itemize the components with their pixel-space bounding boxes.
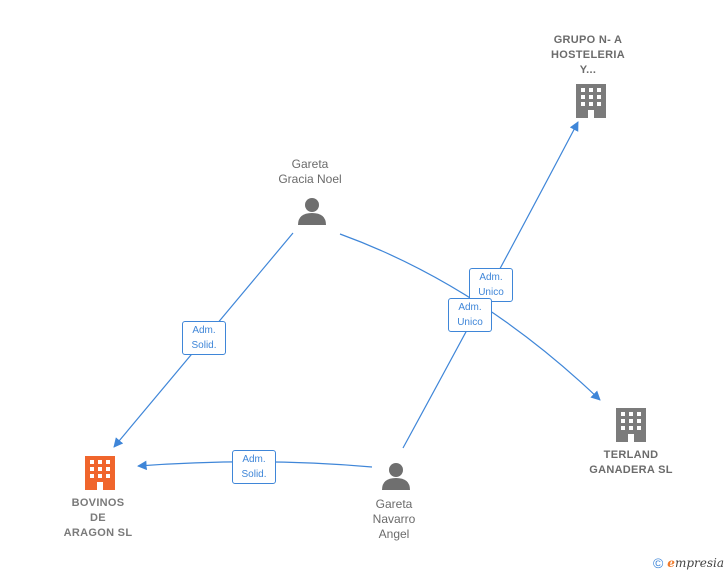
node-label-grupo[interactable]: GRUPO N- A HOSTELERIA Y... xyxy=(551,34,625,76)
building-icon[interactable] xyxy=(576,84,606,118)
brand-name: mpresia xyxy=(674,556,724,570)
edge-label-adm-unico[interactable]: Adm. Unico xyxy=(448,298,492,332)
building-icon[interactable] xyxy=(616,408,646,442)
node-label-gareta-gracia[interactable]: Gareta Gracia Noel xyxy=(278,157,342,186)
person-icon[interactable] xyxy=(382,463,410,490)
edge-label-adm-solid[interactable]: Adm. Solid. xyxy=(182,321,226,355)
node-label-gareta-navarro[interactable]: Gareta Navarro Angel xyxy=(372,497,416,541)
node-label-bovinos[interactable]: BOVINOS DE ARAGON SL xyxy=(63,497,133,539)
edge-label-adm-solid[interactable]: Adm. Solid. xyxy=(232,450,276,484)
footer-brand: © empresia xyxy=(653,555,724,571)
edge-label-adm-unico[interactable]: Adm. Unico xyxy=(469,268,513,302)
node-label-terland[interactable]: TERLAND GANADERA SL xyxy=(589,449,673,476)
copyright-icon: © xyxy=(652,555,664,571)
brand-initial: e xyxy=(667,556,675,570)
person-icon[interactable] xyxy=(298,198,326,225)
building-icon[interactable] xyxy=(85,456,115,490)
brand-logo[interactable]: empresia xyxy=(667,556,724,570)
